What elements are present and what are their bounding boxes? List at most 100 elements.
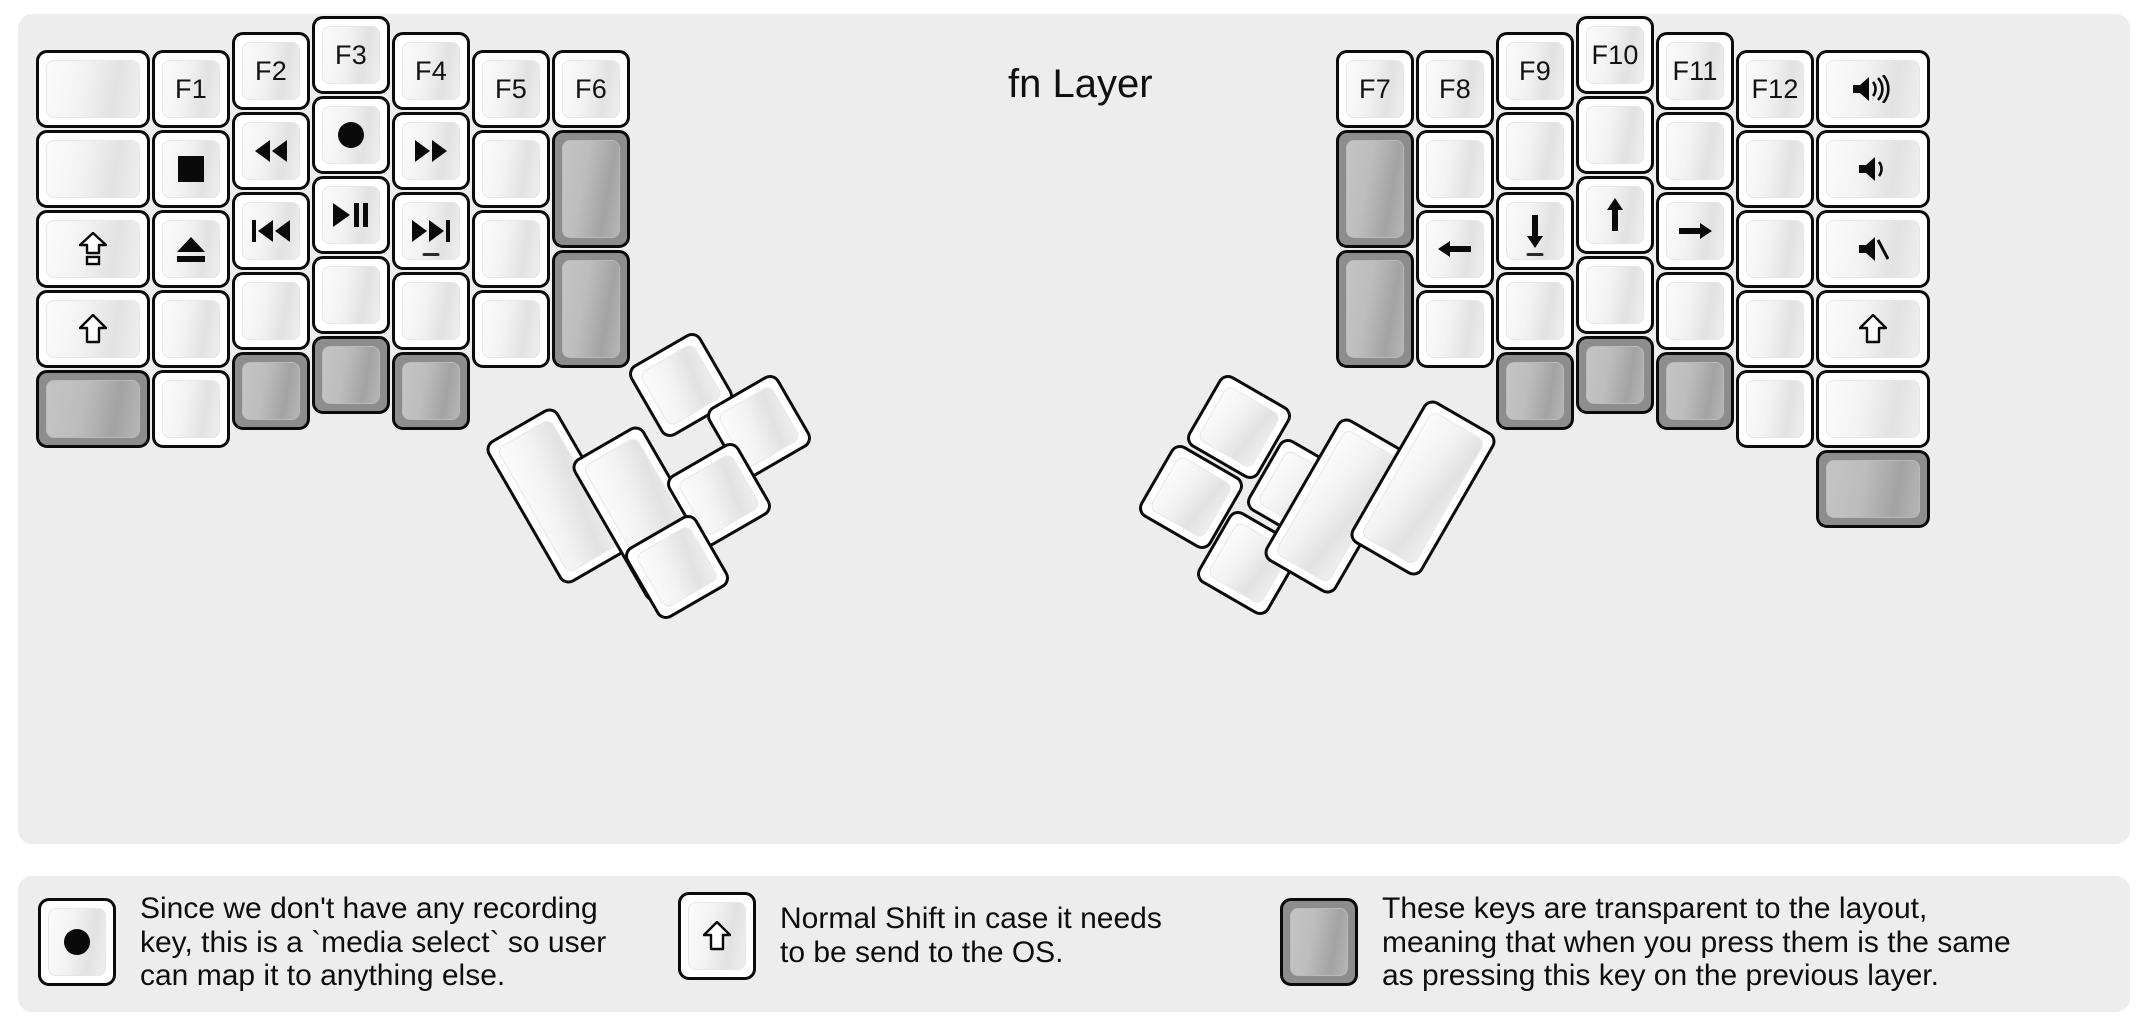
blank-keycap	[402, 362, 460, 420]
arrow-down-icon	[1506, 202, 1564, 260]
right-col-ring-key-transparent-4[interactable]	[1656, 352, 1734, 430]
left-col-ring-key-blank-3[interactable]	[232, 272, 310, 350]
legend-item: These keys are transparent to the layout…	[1280, 892, 2011, 993]
blank-keycap	[482, 140, 540, 198]
right-col-pinky-key-blank-4[interactable]	[1736, 370, 1814, 448]
left-col-index-key-f4-0[interactable]: F4	[392, 32, 470, 110]
key-label: F5	[495, 73, 527, 104]
left-col-pinky-outer-key-caps-lock-2[interactable]	[36, 210, 150, 288]
right-col-pinky-outer-key-shift-3[interactable]	[1816, 290, 1930, 368]
legend-key-shift	[678, 892, 756, 980]
left-col-middle-key-transparent-4[interactable]	[312, 336, 390, 414]
right-col-pinky-outer-key-volume-mute-2[interactable]	[1816, 210, 1930, 288]
left-col-inner-key-f5-0[interactable]: F5	[472, 50, 550, 128]
left-col-pinky-outer-key-blank-1[interactable]	[36, 130, 150, 208]
caps-lock-icon	[46, 220, 140, 278]
right-col-index-key-blank-1[interactable]	[1496, 112, 1574, 190]
blank-keycap	[1506, 122, 1564, 180]
left-col-pinky-outer-key-transparent-4[interactable]	[36, 370, 150, 448]
right-col-pinky-outer-key-blank-4[interactable]	[1816, 370, 1930, 448]
legend-description: Since we don't have any recording key, t…	[140, 892, 607, 993]
right-col-ring-key-blank-3[interactable]	[1656, 272, 1734, 350]
right-col-inner-key-f8-0[interactable]: F8	[1416, 50, 1494, 128]
right-col-index-key-f9-0[interactable]: F9	[1496, 32, 1574, 110]
left-col-pinky-key-blank-3[interactable]	[152, 290, 230, 368]
key-label: F9	[1519, 55, 1551, 86]
record-icon	[48, 908, 106, 977]
right-col-index-key-transparent-4[interactable]	[1496, 352, 1574, 430]
left-col-pinky-outer-key-shift-3[interactable]	[36, 290, 150, 368]
left-col-innermost-key-transparent-1[interactable]	[552, 130, 630, 248]
left-col-middle-key-play-pause-2[interactable]	[312, 176, 390, 254]
left-col-innermost-key-transparent-2[interactable]	[552, 250, 630, 368]
homing-bump-indicator	[1526, 253, 1544, 256]
left-col-index-key-next-track-2[interactable]	[392, 192, 470, 270]
left-col-middle-key-record-1[interactable]	[312, 96, 390, 174]
key-label: F6	[575, 73, 607, 104]
right-col-pinky-key-f12-0[interactable]: F12	[1736, 50, 1814, 128]
right-col-middle-key-blank-3[interactable]	[1576, 256, 1654, 334]
left-col-inner-key-blank-2[interactable]	[472, 210, 550, 288]
blank-keycap	[242, 362, 300, 420]
right-col-pinky-outer-key-volume-down-1[interactable]	[1816, 130, 1930, 208]
blank-keycap	[1506, 362, 1564, 420]
blank-keycap	[402, 282, 460, 340]
right-col-pinky-outer-key-transparent-5[interactable]	[1816, 450, 1930, 528]
left-col-innermost-key-f6-0[interactable]: F6	[552, 50, 630, 128]
left-col-pinky-outer-key-blank-0[interactable]	[36, 50, 150, 128]
right-col-pinky-outer-key-volume-up-0[interactable]	[1816, 50, 1930, 128]
blank-keycap	[1506, 282, 1564, 340]
blank-keycap	[46, 140, 140, 198]
right-col-middle-key-f10-0[interactable]: F10	[1576, 16, 1654, 94]
right-col-middle-key-arrow-up-2[interactable]	[1576, 176, 1654, 254]
right-col-innermost-key-f7-0[interactable]: F7	[1336, 50, 1414, 128]
blank-keycap	[1666, 122, 1724, 180]
left-col-inner-key-blank-1[interactable]	[472, 130, 550, 208]
right-col-innermost-key-transparent-2[interactable]	[1336, 250, 1414, 368]
left-col-ring-key-f2-0[interactable]: F2	[232, 32, 310, 110]
right-col-index-key-arrow-down-2[interactable]	[1496, 192, 1574, 270]
right-col-inner-key-blank-1[interactable]	[1416, 130, 1494, 208]
left-col-pinky-key-eject-2[interactable]	[152, 210, 230, 288]
blank-keycap	[1586, 106, 1644, 164]
record-icon	[322, 106, 380, 164]
right-col-pinky-key-blank-1[interactable]	[1736, 130, 1814, 208]
right-col-index-key-blank-3[interactable]	[1496, 272, 1574, 350]
left-col-index-key-blank-3[interactable]	[392, 272, 470, 350]
right-col-ring-key-arrow-right-2[interactable]	[1656, 192, 1734, 270]
blank-keycap	[1586, 266, 1644, 324]
blank-keycap	[562, 140, 620, 238]
left-col-ring-key-prev-track-2[interactable]	[232, 192, 310, 270]
left-col-inner-key-blank-3[interactable]	[472, 290, 550, 368]
left-col-index-key-fast-forward-1[interactable]	[392, 112, 470, 190]
fast-forward-icon	[402, 122, 460, 180]
shift-icon	[688, 902, 746, 970]
left-col-pinky-key-f1-0[interactable]: F1	[152, 50, 230, 128]
next-track-icon	[402, 202, 460, 260]
legend-panel: Since we don't have any recording key, t…	[18, 876, 2130, 1012]
key-label: F2	[255, 55, 287, 86]
key-cap: F7	[1346, 60, 1404, 118]
left-col-middle-key-f3-0[interactable]: F3	[312, 16, 390, 94]
right-col-pinky-key-blank-3[interactable]	[1736, 290, 1814, 368]
arrow-up-icon	[1586, 186, 1644, 244]
left-col-ring-key-rewind-1[interactable]	[232, 112, 310, 190]
right-col-inner-key-blank-3[interactable]	[1416, 290, 1494, 368]
right-col-ring-key-blank-1[interactable]	[1656, 112, 1734, 190]
legend-description: Normal Shift in case it needs to be send…	[780, 902, 1162, 969]
left-col-middle-key-blank-3[interactable]	[312, 256, 390, 334]
right-col-middle-key-blank-1[interactable]	[1576, 96, 1654, 174]
left-col-index-key-transparent-4[interactable]	[392, 352, 470, 430]
left-col-pinky-key-stop-1[interactable]	[152, 130, 230, 208]
right-col-middle-key-transparent-4[interactable]	[1576, 336, 1654, 414]
right-col-ring-key-f11-0[interactable]: F11	[1656, 32, 1734, 110]
blank-keycap	[1346, 260, 1404, 358]
arrow-right-icon	[1666, 202, 1724, 260]
right-col-inner-key-arrow-left-2[interactable]	[1416, 210, 1494, 288]
right-col-pinky-key-blank-2[interactable]	[1736, 210, 1814, 288]
left-col-pinky-key-blank-4[interactable]	[152, 370, 230, 448]
legend-item: Normal Shift in case it needs to be send…	[678, 892, 1162, 980]
right-col-innermost-key-transparent-1[interactable]	[1336, 130, 1414, 248]
left-col-ring-key-transparent-4[interactable]	[232, 352, 310, 430]
blank-keycap	[1746, 140, 1804, 198]
